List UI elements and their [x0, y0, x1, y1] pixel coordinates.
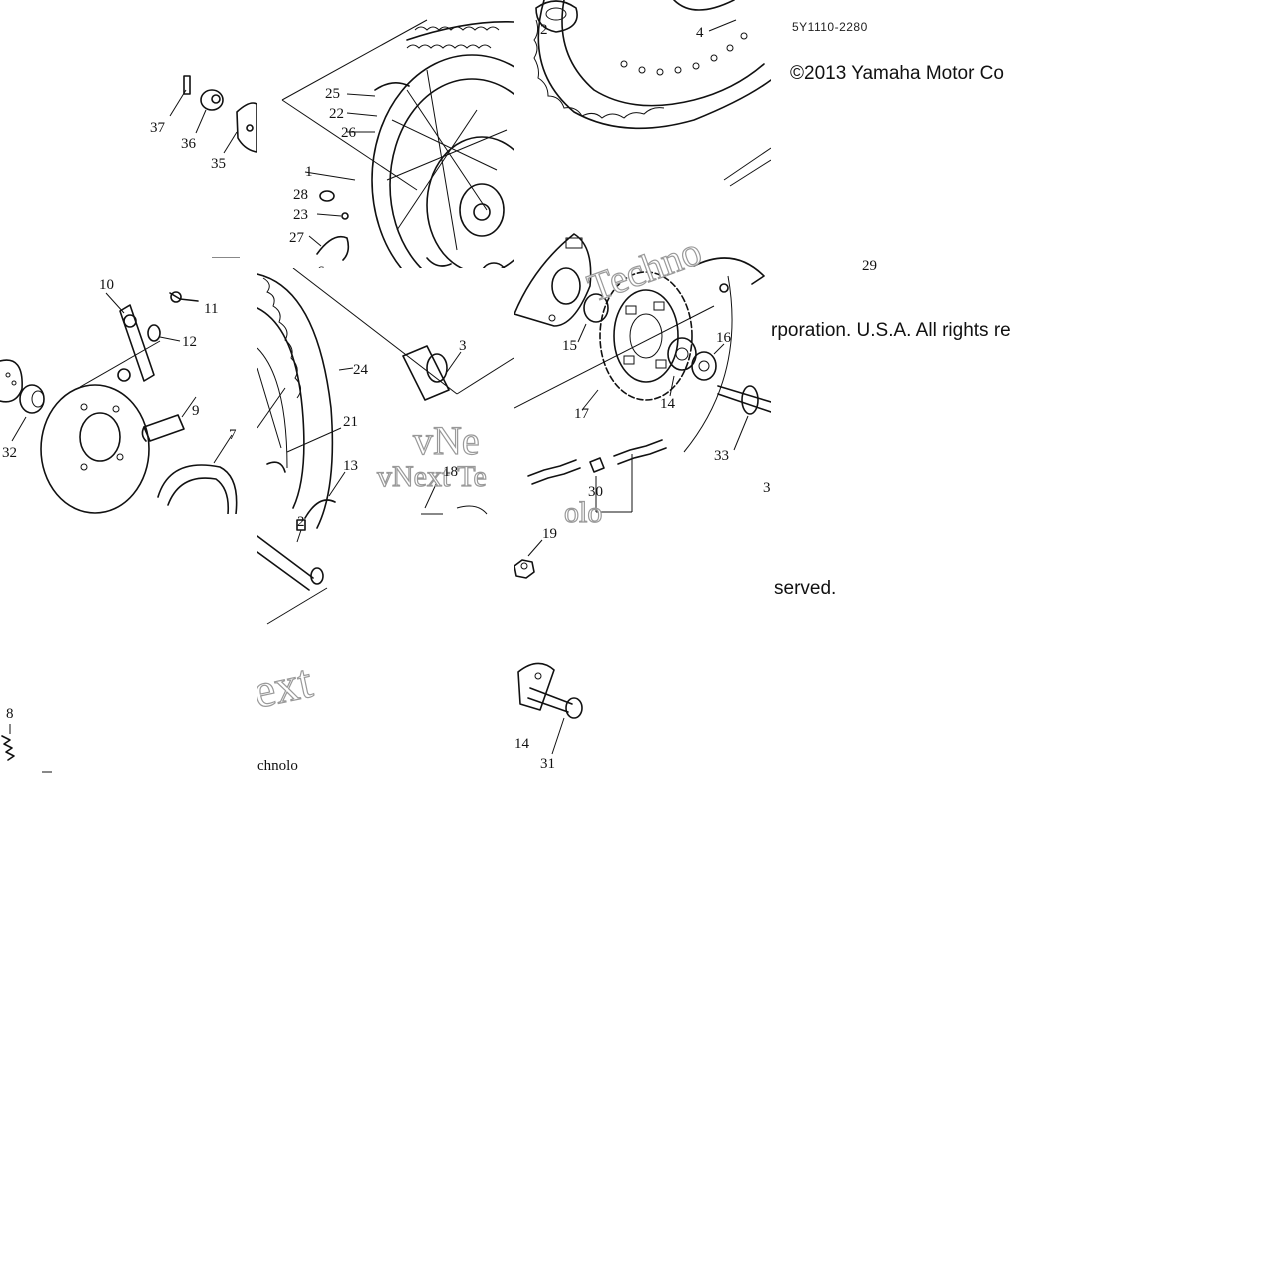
tire-side — [257, 273, 334, 529]
spoke-parts — [304, 82, 410, 261]
callout-11: 11 — [204, 301, 218, 317]
callout-17: 17 — [574, 406, 590, 422]
wheel-spokes — [386, 69, 508, 251]
copyright-fragment: ©2013 Yamaha Motor Co — [790, 63, 1004, 84]
watermark-fragment: vNe — [413, 418, 480, 463]
diagram-tile-a: 37 36 35 — [0, 0, 257, 257]
rear-sprocket — [581, 271, 693, 411]
brake-shoe — [157, 434, 238, 514]
diagram-tile-g: 8 — [0, 690, 60, 774]
diagram-tile-d: 10 11 12 32 9 7 — [0, 257, 257, 514]
callout-22: 22 — [329, 106, 344, 122]
plate-part — [223, 102, 257, 154]
watermark-fragment: olo — [564, 496, 602, 529]
callout-27: 27 — [289, 230, 305, 246]
axle-33 — [717, 385, 771, 451]
callout-23: 23 — [293, 207, 308, 223]
chain-joint-bracket — [595, 454, 633, 513]
bolt-31 — [527, 687, 583, 755]
cam-lever — [105, 292, 155, 382]
callout-26: 26 — [341, 125, 357, 141]
callout-24: 24 — [353, 362, 369, 378]
watermark-fragment: chnolo — [257, 758, 298, 774]
callout-2: 2 — [297, 514, 305, 530]
watermark-fragment: Techno — [582, 228, 707, 310]
callout-28: 28 — [293, 187, 308, 203]
callout-13: 13 — [343, 458, 358, 474]
callout-29-layer: 29 — [862, 258, 877, 274]
callout-14: 14 — [660, 396, 676, 412]
rim-dots — [620, 32, 748, 76]
callout-2: 2 — [540, 22, 548, 38]
copyright-fragment: rporation. U.S.A. All rights re — [771, 320, 1011, 341]
brake-plate — [40, 384, 150, 514]
spring-part — [1, 724, 15, 761]
callout-21: 21 — [343, 414, 358, 430]
callout-14: 14 — [514, 736, 530, 752]
callout-7: 7 — [229, 427, 237, 443]
pin-part — [169, 75, 191, 117]
callout-1: 1 — [305, 164, 313, 180]
callout-35: 35 — [211, 156, 226, 172]
chain-guide — [693, 257, 765, 293]
collar-15 — [577, 293, 609, 343]
diagram-tile-f: Techno olo 15 17 14 16 33 30 19 3 — [514, 226, 771, 610]
callout-25: 25 — [325, 86, 340, 102]
callout-10: 10 — [99, 277, 114, 293]
callout-33: 33 — [714, 448, 729, 464]
watermark-fragment: ext — [257, 655, 317, 719]
callout-3: 3 — [763, 480, 771, 496]
callout-9: 9 — [192, 403, 200, 419]
bearing-14 — [667, 337, 697, 397]
bolt-part — [169, 291, 199, 303]
bearing-16 — [691, 343, 725, 381]
rear-axle — [257, 529, 328, 625]
nut-19 — [514, 539, 543, 579]
callout-18: 18 — [443, 464, 458, 480]
sprocket-hub — [514, 233, 592, 327]
copyright-fragment: served. — [774, 578, 837, 599]
callout-29: 29 — [862, 258, 877, 274]
callout-32: 32 — [2, 445, 17, 461]
diagram-tile-c: 2 4 — [514, 0, 771, 257]
drive-chain — [527, 275, 733, 485]
camshaft — [141, 396, 197, 442]
part-code: 5Y1110-2280 — [792, 20, 868, 34]
axle-collar — [402, 345, 462, 401]
spoke-hub — [257, 347, 342, 473]
diagram-tile-e: vNext Te vNe 24 3 21 13 18 2 — [257, 268, 514, 626]
tube-valve — [535, 0, 578, 33]
diagram-tile-h: 14 31 — [514, 652, 594, 774]
callout-16: 16 — [716, 330, 732, 346]
adjuster-plate — [517, 662, 555, 711]
washer-part — [147, 324, 181, 342]
side-cover — [0, 359, 23, 403]
callout-37: 37 — [150, 120, 166, 136]
spacer-part — [11, 384, 45, 442]
callout-12: 12 — [182, 334, 197, 350]
callout-31: 31 — [540, 756, 555, 772]
callout-36: 36 — [181, 136, 197, 152]
adjuster-bolt — [421, 481, 488, 515]
callout-15: 15 — [562, 338, 577, 354]
nut-part — [195, 89, 224, 134]
tire-tread — [406, 21, 514, 49]
watermark-fragment: vNext Te — [377, 460, 487, 493]
callout-8: 8 — [6, 706, 14, 722]
tire-outline — [533, 0, 771, 130]
diagram-tile-watermark: ext chnolo — [257, 650, 357, 774]
callout-19: 19 — [542, 526, 557, 542]
callout-3: 3 — [459, 338, 467, 354]
callout-4: 4 — [696, 25, 704, 41]
callout-30: 30 — [588, 484, 603, 500]
